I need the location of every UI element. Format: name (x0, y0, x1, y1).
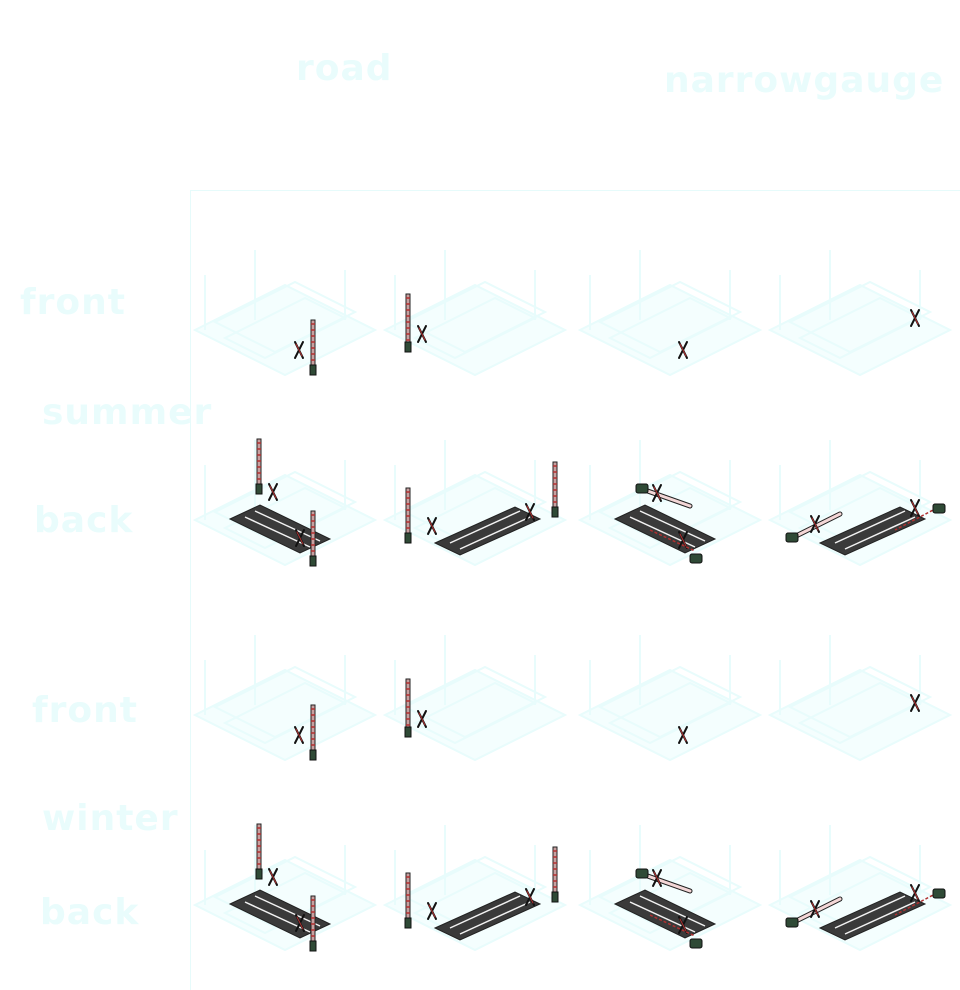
crossbuck-sign (268, 868, 278, 886)
crossbuck-sign (678, 531, 688, 549)
sprite-front-narrow-b (767, 635, 953, 762)
ghost-tile-outline (382, 440, 568, 567)
sprite-back-road-b (382, 440, 568, 567)
ghost-tile-outline (577, 250, 763, 377)
ghost-tile-outline (382, 635, 568, 762)
crossing-pole (404, 678, 412, 738)
crossbuck-sign (678, 726, 688, 744)
crossbuck-sign (910, 309, 920, 327)
road-surface (613, 889, 717, 939)
crossing-pole (404, 293, 412, 353)
row-label-front-summer: front (20, 282, 126, 323)
sprite-back-narrow-a (577, 440, 763, 567)
road-surface (228, 889, 332, 939)
crossbuck-sign (427, 902, 437, 920)
crossbuck-sign (652, 484, 662, 502)
row-label-winter: winter (42, 798, 179, 839)
road-surface (613, 504, 717, 554)
crossing-barrier-arm (635, 868, 693, 894)
crossing-pole (404, 872, 412, 929)
sprite-back-narrow-b (767, 440, 953, 567)
sprite-back-narrow-b (767, 825, 953, 952)
crossbuck-sign (417, 710, 427, 728)
crossing-pole (309, 704, 317, 761)
crossbuck-sign (678, 341, 688, 359)
sprite-front-narrow-a (577, 250, 763, 377)
ghost-tile-outline (767, 825, 953, 952)
crossing-pole (404, 487, 412, 544)
ghost-tile-outline (767, 250, 953, 377)
crossbuck-sign (652, 869, 662, 887)
crossbuck-sign (427, 517, 437, 535)
crossing-barrier-arm (635, 483, 693, 509)
crossing-pole (255, 438, 263, 495)
crossbuck-sign (268, 483, 278, 501)
sprite-back-road-a (192, 438, 378, 567)
sprite-grid-frame (190, 190, 960, 990)
sprite-front-narrow-a (577, 635, 763, 762)
sprite-back-narrow-a (577, 825, 763, 952)
crossing-pole (309, 319, 317, 376)
ghost-tile-outline (192, 635, 378, 762)
crossbuck-sign (810, 515, 820, 533)
row-label-back-summer: back (34, 500, 134, 541)
crossbuck-sign (810, 900, 820, 918)
crossbuck-sign (910, 694, 920, 712)
crossing-pole (551, 461, 559, 518)
ghost-tile-outline (382, 250, 568, 377)
row-label-front-winter: front (32, 690, 138, 731)
crossing-pole (255, 823, 263, 880)
row-label-back-winter: back (40, 892, 140, 933)
crossbuck-sign (525, 888, 535, 906)
sprite-back-road-a (192, 823, 378, 952)
crossbuck-sign (910, 884, 920, 902)
crossbuck-sign (295, 914, 305, 932)
crossbuck-sign (417, 325, 427, 343)
crossbuck-sign (910, 499, 920, 517)
road-surface (433, 891, 542, 941)
crossbuck-sign (294, 341, 304, 359)
sprite-front-road-b (382, 250, 568, 377)
column-label-narrowgauge: narrowgauge (664, 60, 945, 101)
ghost-tile-outline (767, 635, 953, 762)
road-surface (228, 504, 332, 554)
crossbuck-sign (294, 726, 304, 744)
road-surface (818, 506, 927, 556)
sprite-sheet (192, 250, 953, 952)
ghost-tile-outline (767, 440, 953, 567)
ghost-tile-outline (192, 250, 378, 377)
crossbuck-sign (525, 503, 535, 521)
crossbuck-sign (295, 529, 305, 547)
sprite-front-road-b (382, 635, 568, 762)
ghost-tile-outline (577, 635, 763, 762)
crossing-pole (551, 846, 559, 903)
sprite-back-road-b (382, 825, 568, 952)
sprite-front-narrow-b (767, 250, 953, 377)
column-label-road: road (296, 48, 393, 89)
sprite-front-road-a (192, 250, 378, 377)
row-label-summer: summer (42, 392, 213, 433)
crossing-pole (309, 510, 317, 567)
road-surface (818, 891, 927, 941)
sprite-front-road-a (192, 635, 378, 762)
crossbuck-sign (678, 916, 688, 934)
road-surface (433, 506, 542, 556)
ghost-tile-outline (382, 825, 568, 952)
crossing-pole (309, 895, 317, 952)
